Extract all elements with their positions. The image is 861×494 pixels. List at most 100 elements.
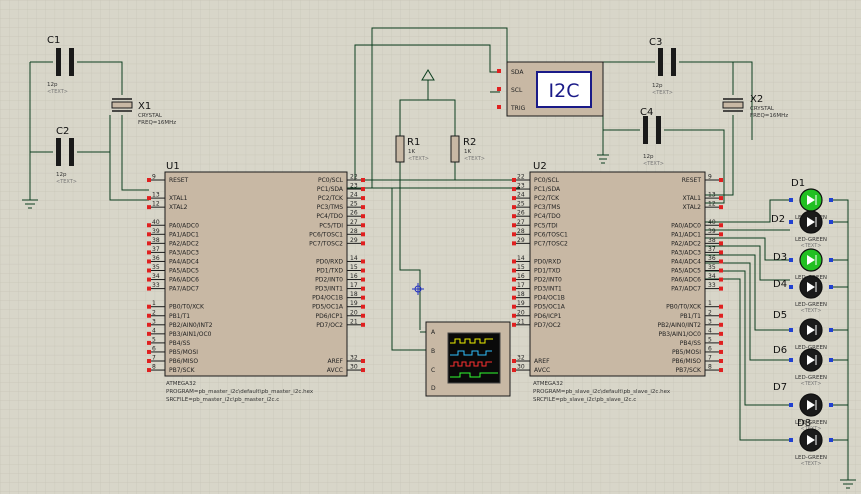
resistor-value: 1K <box>408 149 415 155</box>
resistor-r1[interactable]: R1 1K <TEXT> <box>395 135 429 163</box>
capacitor-c1[interactable]: C1 12p <TEXT> <box>47 35 74 95</box>
mcu-u1[interactable]: U1 ATMEGA32 PROGRAM=pb_master_i2c\defaul… <box>147 161 365 403</box>
power-terminal-icon[interactable] <box>421 69 435 81</box>
capacitor-c2[interactable]: C2 12p <TEXT> <box>56 126 77 185</box>
i2c-debugger[interactable]: I2C SDA SCL TRIG <box>497 61 604 117</box>
pin-label: PB3/AIN1/OC0 <box>658 331 701 338</box>
mcu-u2[interactable]: U2 ATMEGA32 PROGRAM=pb_slave_i2c\default… <box>512 161 723 403</box>
pin-label: PD2/INT0 <box>534 277 562 284</box>
capacitor-c3[interactable]: C3 12p <TEXT> <box>649 37 676 96</box>
crystal-x1[interactable]: X1 CRYSTAL FREQ=16MHz <box>111 98 176 126</box>
resistor-r2[interactable]: R2 1K <TEXT> <box>450 135 485 163</box>
probe-marker-icon[interactable] <box>412 283 424 295</box>
pin-number: 37 <box>152 246 160 253</box>
pin-label: AVCC <box>534 367 550 374</box>
i2c-pin-scl: SCL <box>511 87 523 94</box>
crystal-x2[interactable]: X2 CRYSTAL FREQ=16MHz <box>722 94 788 119</box>
capacitor-c4[interactable]: C4 12p <TEXT> <box>640 107 664 167</box>
oscilloscope[interactable]: A B C D <box>425 321 511 397</box>
pin-number: 21 <box>517 318 525 325</box>
